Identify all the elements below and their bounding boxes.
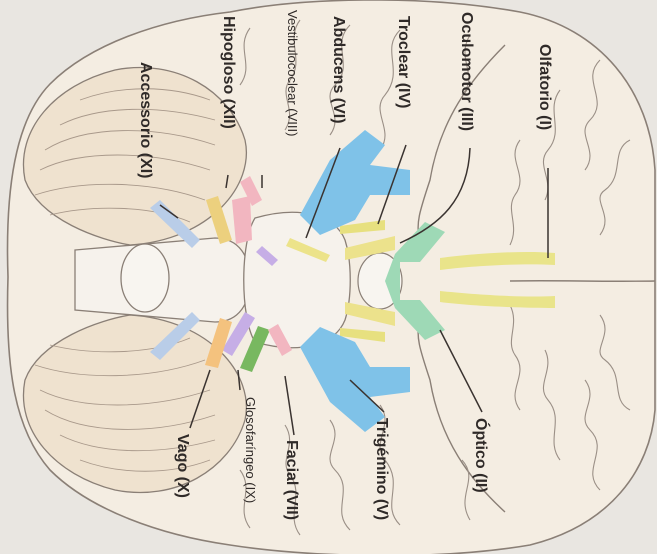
label-trigemino: Trigémino (V) [373,418,390,520]
label-vestibulococlear: Vestibulococlear (VIII) [285,10,300,136]
label-olfatorio: Olfatorio (I) [536,44,553,130]
longitudinal-fissure [510,281,655,282]
label-troclear: Troclear (IV) [395,16,412,108]
label-glosofaringeo: Glosofaríngeo (IX) [243,397,258,503]
label-abducens: Abducens (VI) [330,16,347,124]
label-optico: Óptico (II) [472,418,491,493]
label-oculomotor: Oculomotor (III) [458,12,475,131]
spinal-cord-cut [121,244,169,312]
label-accesorio: Accessorio (XI) [137,62,154,178]
label-vago: Vago (X) [174,434,191,498]
label-facial: Facial (VII) [283,440,300,520]
label-hipogloso: Hipogloso (XII) [220,16,237,129]
